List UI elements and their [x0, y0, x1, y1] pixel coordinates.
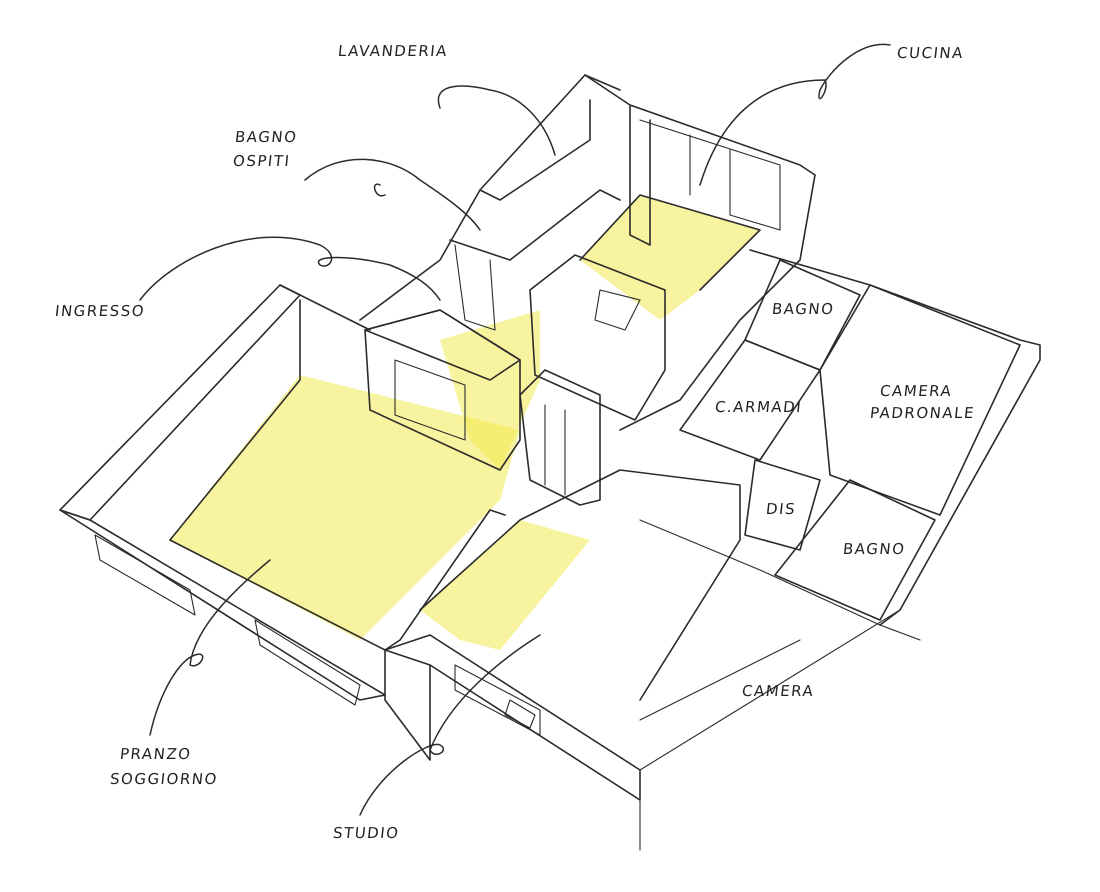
studio-wall [384, 634, 641, 801]
living-window-left [94, 534, 196, 616]
living-floor-highlight [170, 375, 520, 640]
studio-window [454, 664, 541, 736]
living-inner-wall [169, 299, 301, 541]
tall-cabinet-door [544, 404, 566, 496]
label-bagno-ospiti-2: OSPITI [232, 152, 292, 170]
label-armadi: C.ARMADI [714, 398, 804, 416]
label-lavanderia: LAVANDERIA [337, 42, 449, 60]
leader-cucina [699, 43, 891, 186]
core-left-wall [359, 74, 621, 321]
label-camera: CAMERA [741, 682, 816, 700]
leader-bagno-ospiti [304, 158, 481, 231]
leader-studio [359, 634, 541, 816]
leader-lavanderia [437, 85, 556, 156]
kitchen-column-top [594, 289, 641, 331]
studio-window-sill [504, 699, 536, 729]
label-cucina: CUCINA [896, 44, 965, 62]
bedroom-floor-lines [639, 519, 921, 721]
label-camera-padronale-2: PADRONALE [869, 404, 976, 422]
living-window-right [254, 619, 361, 706]
studio-lower-wall [639, 609, 901, 851]
hall-floor-highlight [440, 310, 540, 470]
label-studio: STUDIO [332, 824, 401, 842]
laundry-wall [479, 99, 591, 201]
core-back-wall [584, 74, 816, 176]
bathroom-bottom [774, 479, 936, 621]
living-back-wall [279, 284, 371, 331]
kitchen-floor-highlight [580, 195, 760, 320]
floor-highlights [170, 195, 760, 650]
living-front-edge [169, 509, 506, 651]
label-ingresso: INGRESSO [54, 302, 147, 320]
label-bagno-top: BAGNO [771, 300, 836, 318]
leader-lines [139, 43, 891, 816]
studio-back-wall [419, 469, 741, 701]
hallway-dis [744, 459, 821, 551]
guest-bath-wall [449, 189, 621, 261]
label-bagno-bottom: BAGNO [842, 540, 907, 558]
master-bedroom [819, 284, 1021, 516]
label-dis: DIS [765, 500, 797, 518]
guest-bath-door [454, 244, 496, 331]
leader-pranzo [149, 559, 271, 736]
label-bagno-ospiti-1: BAGNO [234, 128, 299, 146]
studio-outer-edge [384, 649, 431, 761]
kitchen-floor-edge [579, 194, 761, 291]
label-camera-padronale-1: CAMERA [879, 382, 954, 400]
tall-cabinet [519, 369, 601, 506]
walls [59, 74, 1041, 851]
label-pranzo-soggiorno-2: SOGGIORNO [109, 770, 219, 788]
leader-bagno-ospiti-curl [373, 183, 386, 197]
entrance-block-top [364, 309, 521, 381]
kitchen-column [529, 254, 666, 421]
leader-ingresso [139, 236, 441, 301]
studio-floor-highlight [420, 520, 590, 650]
label-pranzo-soggiorno-1: PRANZO [119, 745, 193, 763]
entrance-opening [394, 359, 466, 441]
kitchen-cabinets [639, 119, 781, 231]
kitchen-right-wall [619, 174, 816, 431]
kitchen-back-wall [629, 104, 651, 246]
